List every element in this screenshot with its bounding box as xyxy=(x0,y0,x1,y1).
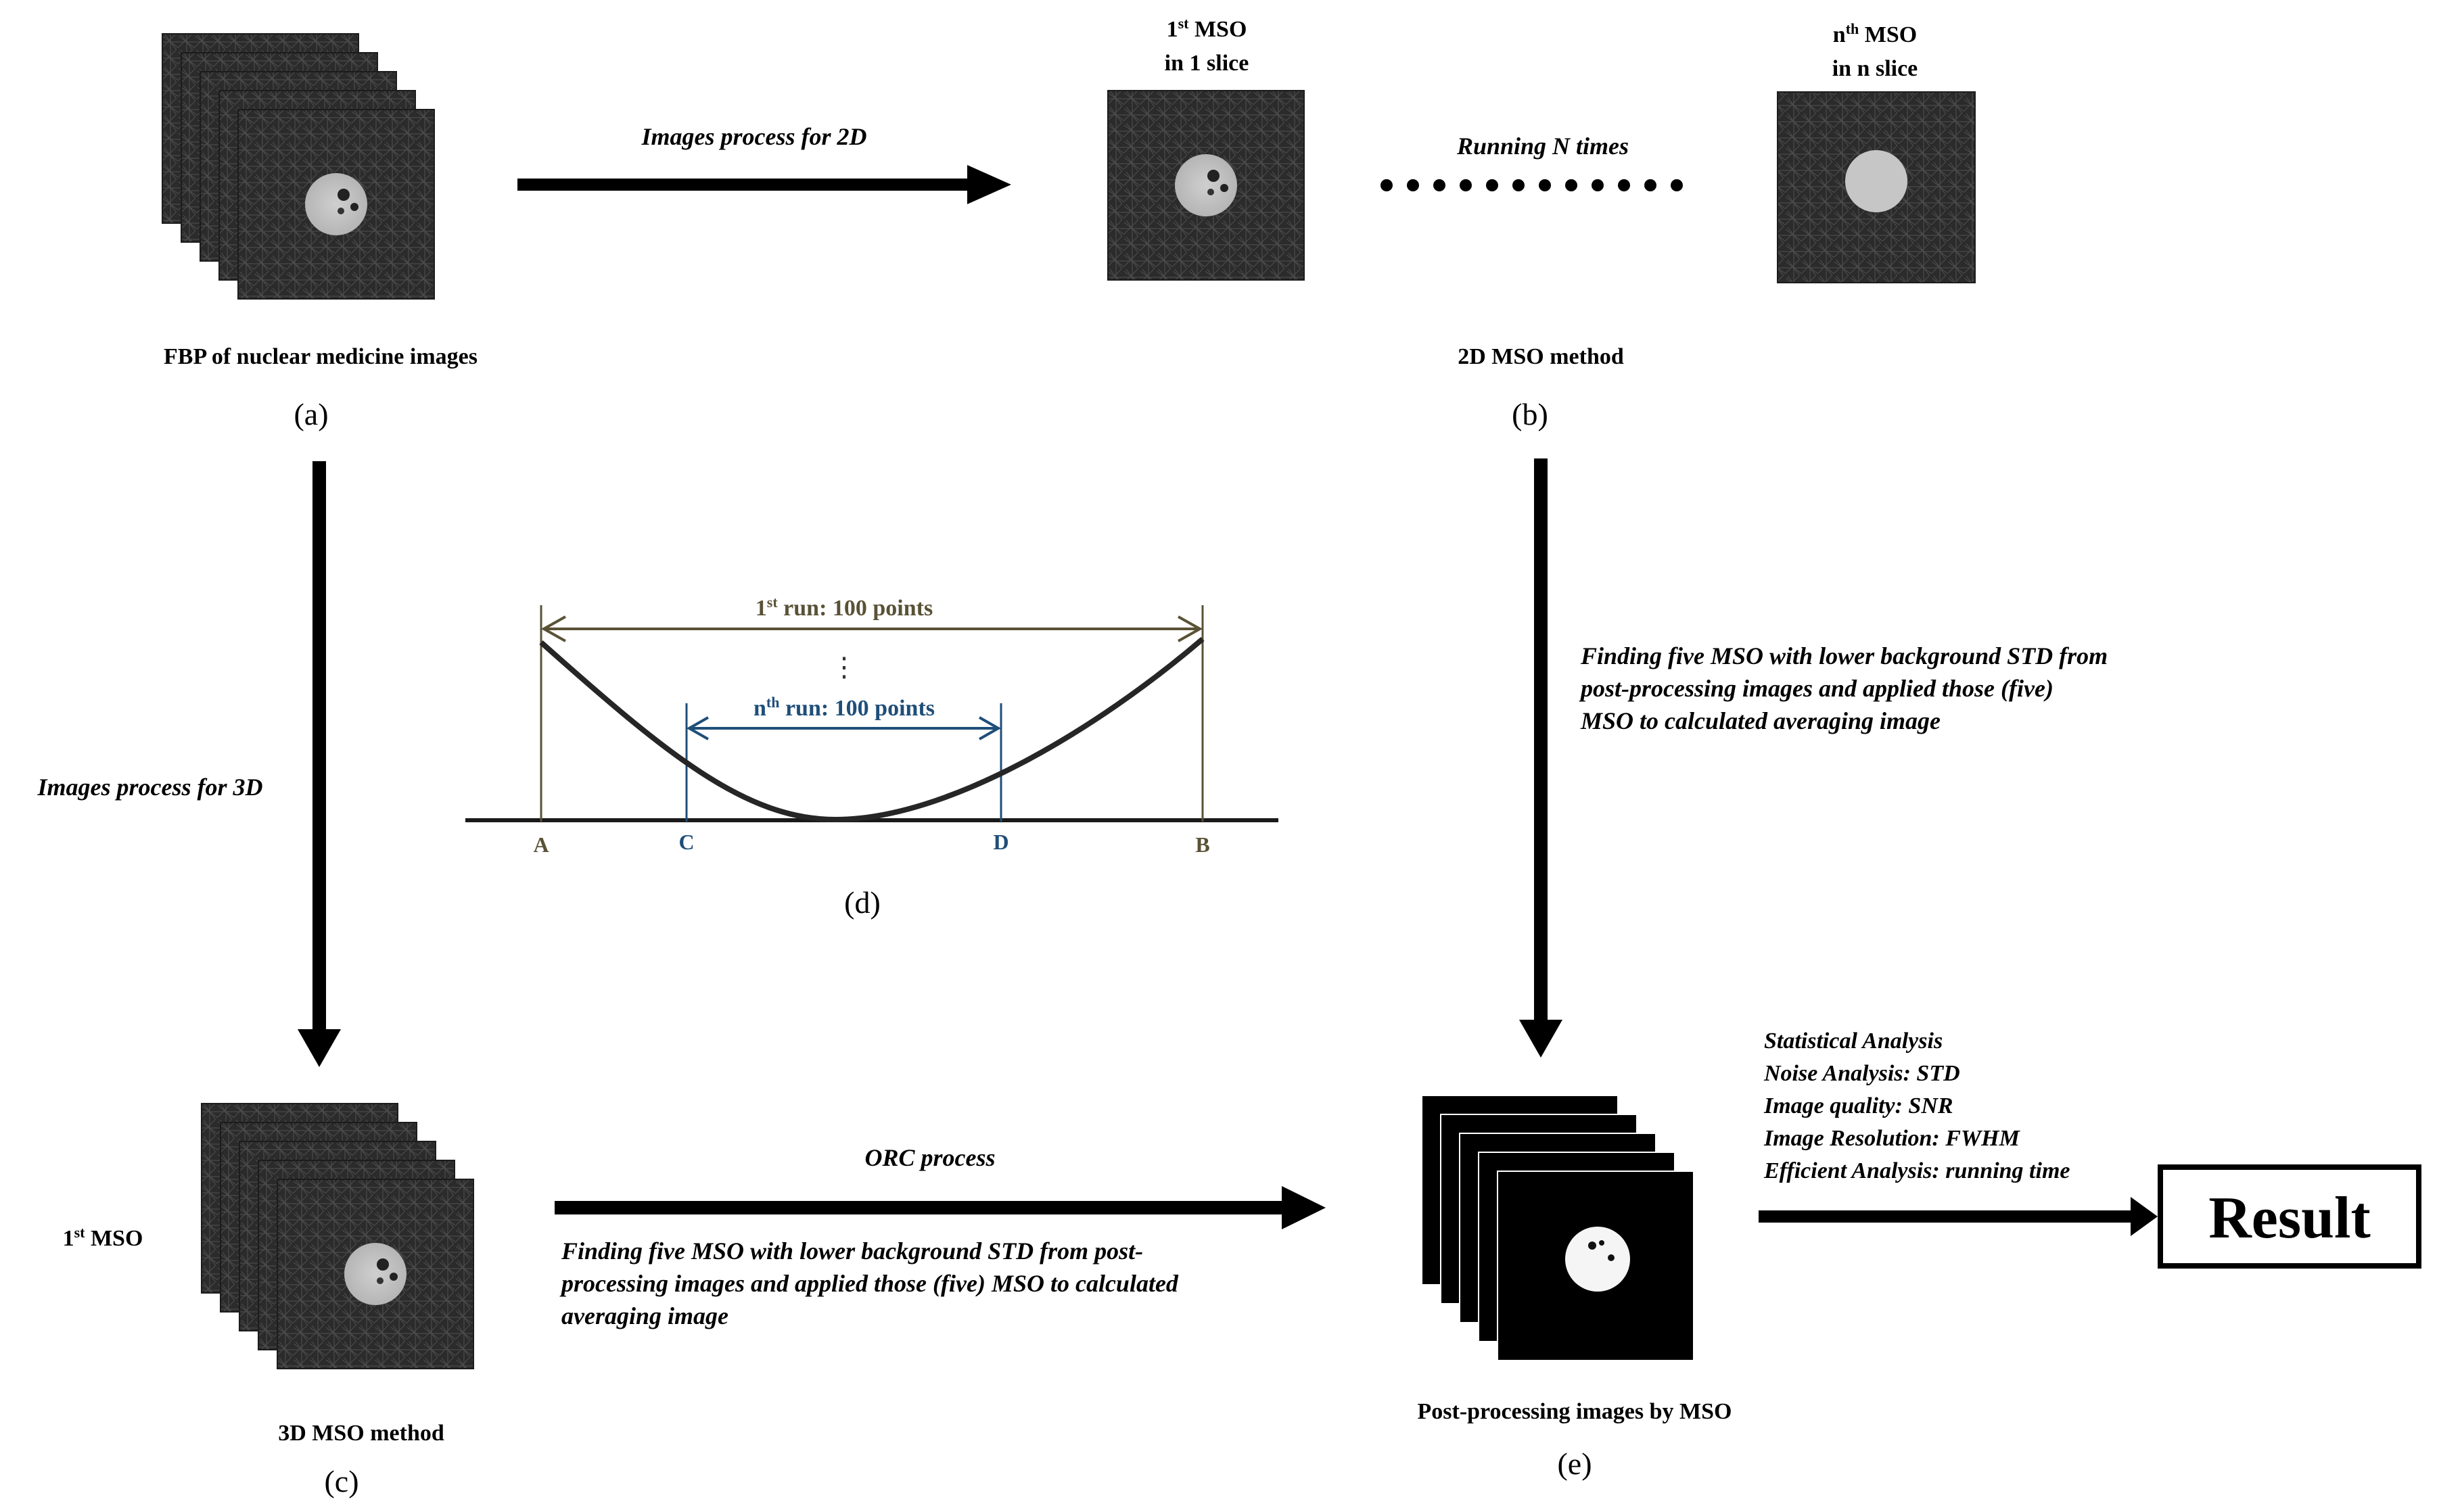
arrow-orc-process xyxy=(555,1186,1326,1229)
nth-mso-image xyxy=(1777,91,1976,283)
cost-curve xyxy=(539,636,1205,823)
panel-c-caption: 3D MSO method xyxy=(278,1421,444,1446)
first-run-label: 1st run: 100 points xyxy=(756,594,933,621)
arrow-b-e-line-1: Finding five MSO with lower background S… xyxy=(1580,642,2108,669)
post-processing-phantom xyxy=(1565,1227,1630,1292)
arrow-2d-process xyxy=(517,165,1011,204)
analysis-line-3: Image quality: SNR xyxy=(1763,1093,1953,1118)
3d-mso-image-stack xyxy=(201,1103,474,1369)
orc-line-2: processing images and applied those (fiv… xyxy=(559,1270,1179,1297)
running-n-times-label: Running N times xyxy=(1456,133,1629,160)
first-mso-image xyxy=(1107,90,1305,281)
analysis-line-4: Image Resolution: FWHM xyxy=(1763,1126,2021,1151)
orc-process-title: ORC process xyxy=(864,1144,995,1171)
panel-b-caption: 2D MSO method xyxy=(1458,344,1624,369)
arrow-2d-label: Images process for 2D xyxy=(641,123,867,150)
analysis-line-1: Statistical Analysis xyxy=(1764,1029,1943,1054)
arrow-b-e-line-3: MSO to calculated averaging image xyxy=(1580,707,1941,734)
arrow-3d-process xyxy=(298,461,341,1067)
arrow-to-result xyxy=(1759,1197,2158,1236)
analysis-line-5: Efficient Analysis: running time xyxy=(1763,1158,2070,1183)
first-mso-title: 1st MSO xyxy=(1167,15,1247,42)
arrow-2d-to-result xyxy=(1519,458,1562,1058)
point-label-b: B xyxy=(1195,832,1209,857)
point-label-a: A xyxy=(533,832,549,857)
first-mso-subtitle: in 1 slice xyxy=(1165,51,1249,76)
point-label-d: D xyxy=(993,830,1008,854)
post-processing-image-stack xyxy=(1421,1095,1694,1361)
run-ellipsis: ⋮ xyxy=(831,652,858,682)
run-range-diagram xyxy=(465,605,1278,823)
panel-b-letter: (b) xyxy=(1512,397,1548,431)
panel-c-letter: (c) xyxy=(324,1464,358,1498)
nth-run-label: nth run: 100 points xyxy=(753,694,935,721)
panel-c-side-label: 1st MSO xyxy=(63,1224,143,1251)
result-label: Result xyxy=(2208,1185,2371,1251)
orc-line-1: Finding five MSO with lower background S… xyxy=(561,1237,1143,1265)
panel-e-caption: Post-processing images by MSO xyxy=(1418,1399,1732,1424)
fbp-image-stack xyxy=(162,33,435,300)
panel-e-letter: (e) xyxy=(1557,1446,1592,1481)
panel-a-letter: (a) xyxy=(294,397,328,431)
running-dots xyxy=(1380,179,1683,191)
panel-d-letter: (d) xyxy=(844,885,881,920)
orc-line-3: averaging image xyxy=(561,1302,728,1329)
arrow-b-e-line-2: post-processing images and applied those… xyxy=(1579,675,2053,702)
nth-mso-title: nth MSO xyxy=(1833,20,1917,47)
result-box xyxy=(2158,1164,2421,1269)
analysis-line-2: Noise Analysis: STD xyxy=(1763,1061,1960,1086)
panel-a-caption: FBP of nuclear medicine images xyxy=(164,344,478,369)
arrow-3d-label: Images process for 3D xyxy=(37,774,263,801)
nth-mso-subtitle: in n slice xyxy=(1832,56,1918,81)
point-label-c: C xyxy=(678,830,694,854)
